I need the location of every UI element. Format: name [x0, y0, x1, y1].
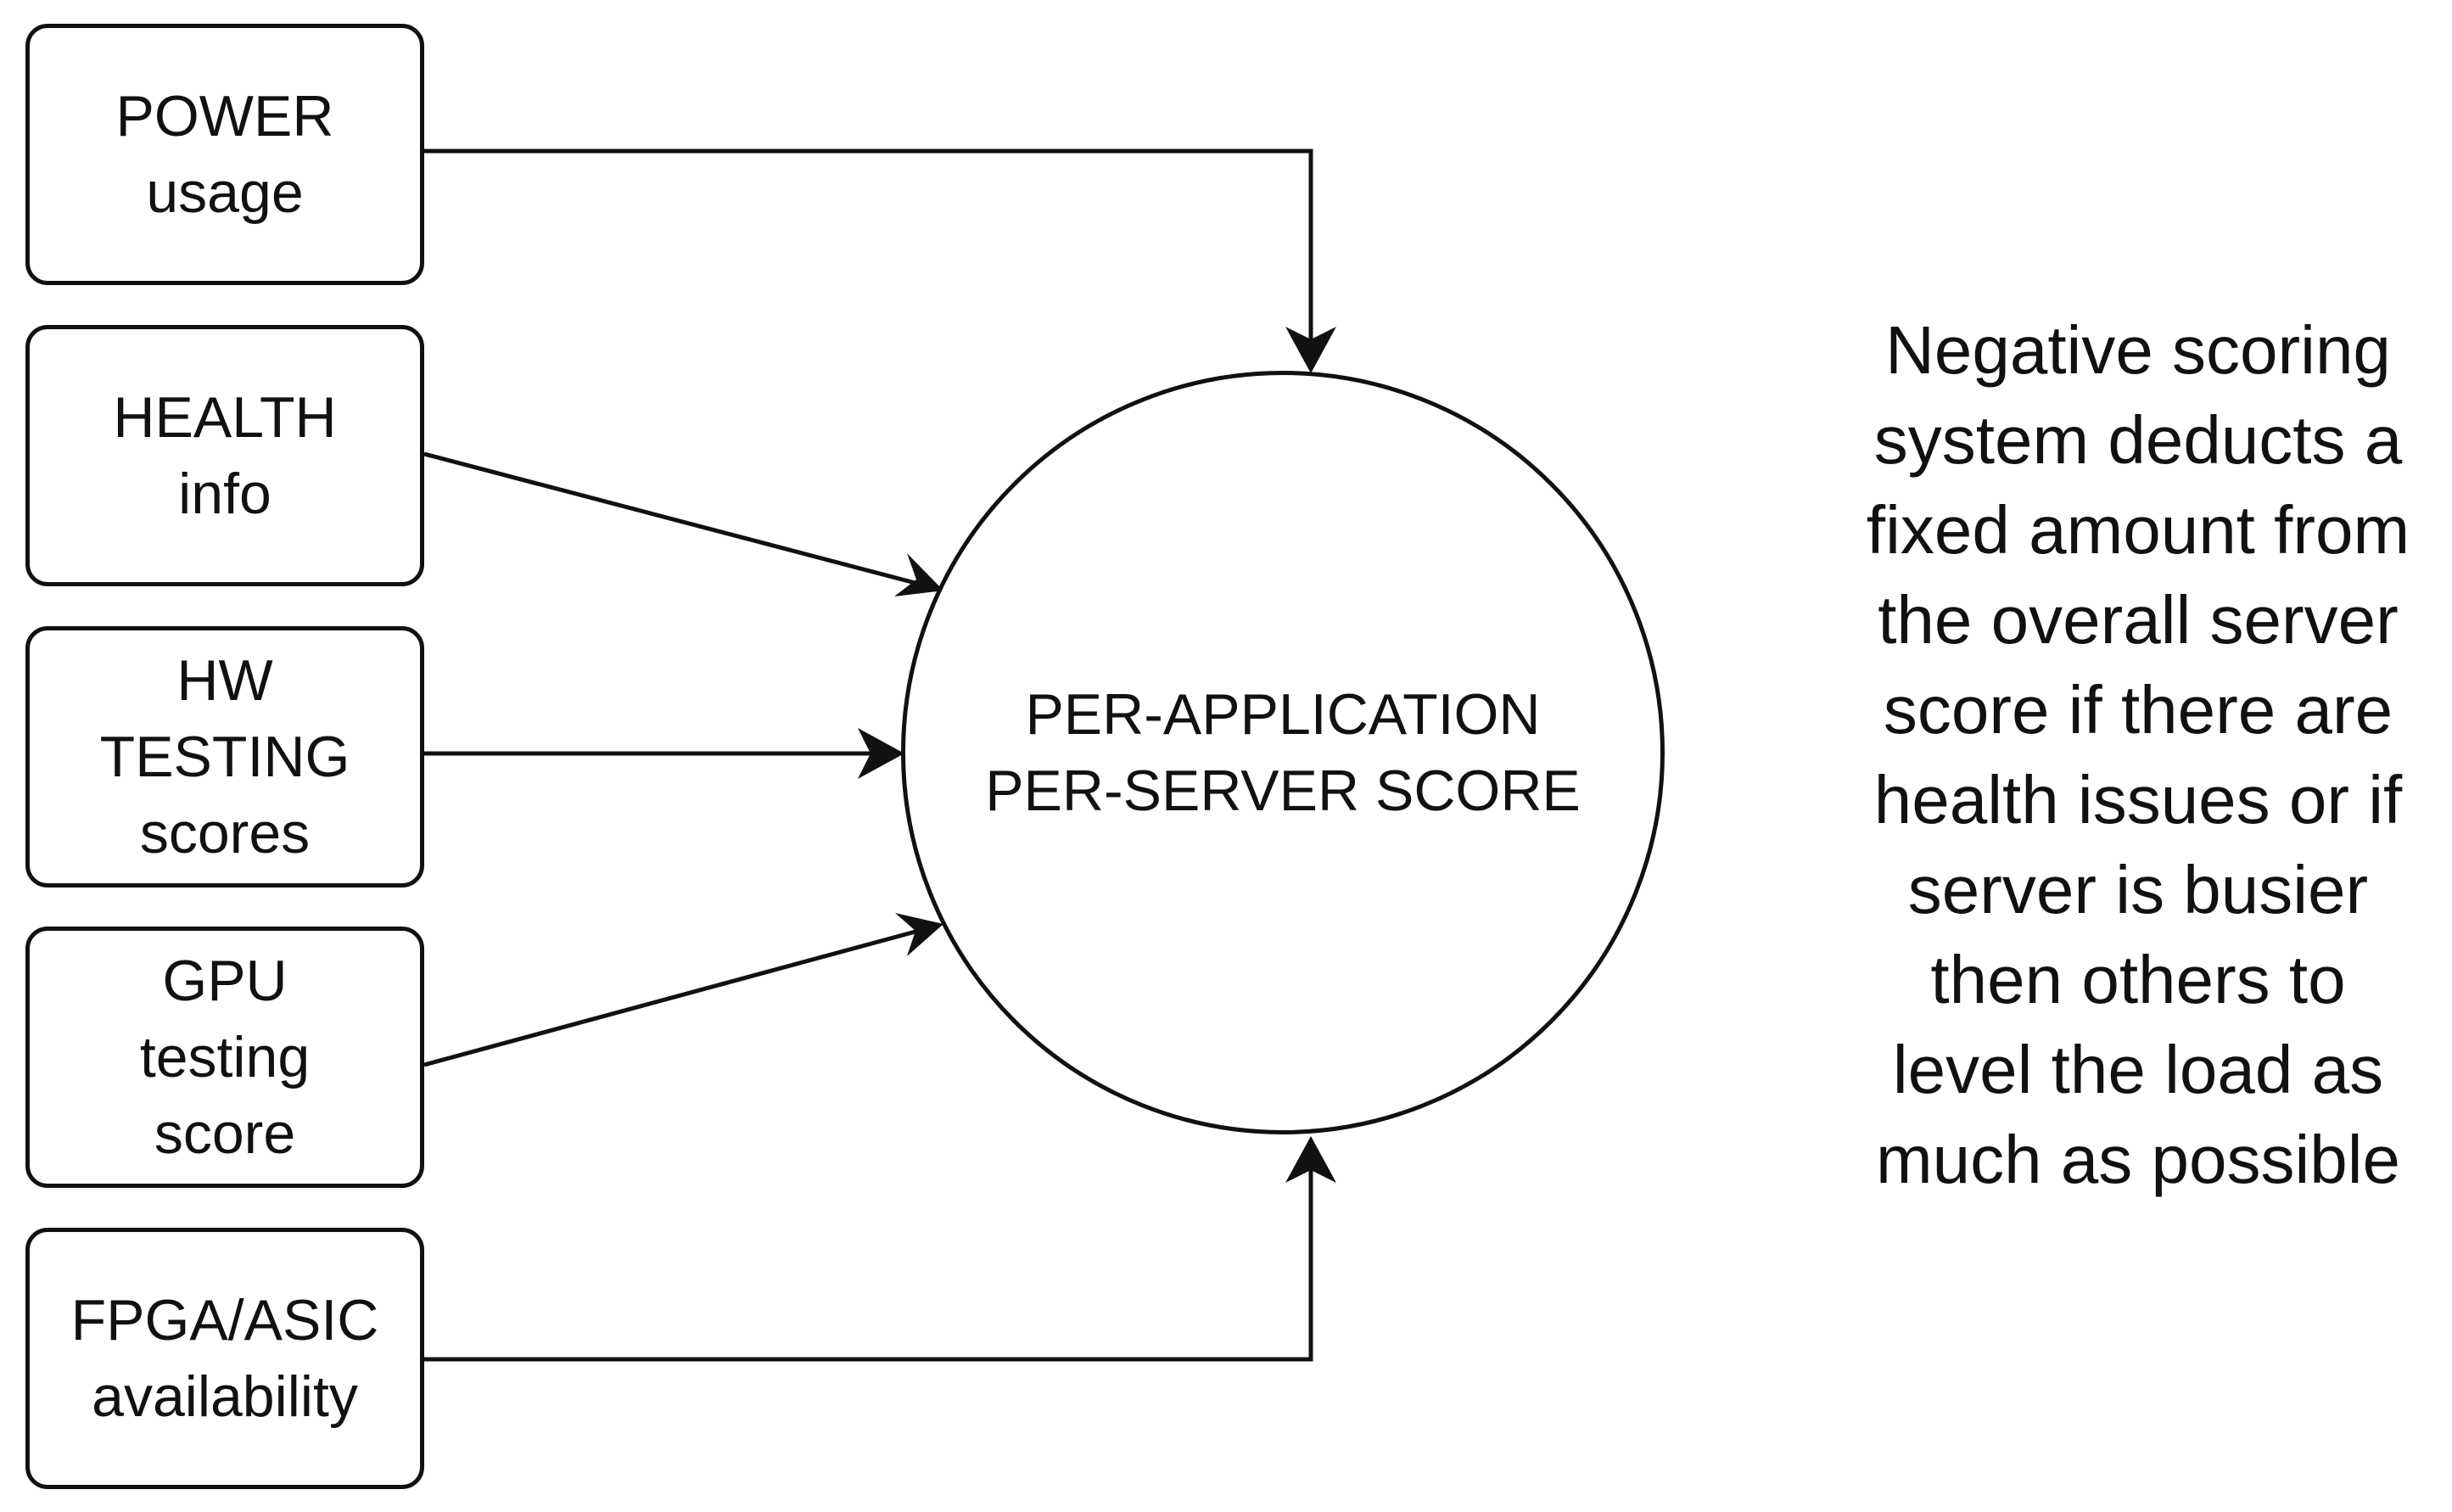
health-info-box: HEALTH info	[25, 325, 424, 586]
note-line: the overall server	[1878, 582, 2399, 658]
power-usage-box: POWER usage	[25, 24, 424, 285]
gpu-testing-line3: score	[154, 1101, 296, 1166]
note-line: Negative scoring	[1885, 312, 2391, 388]
note-line: system deducts a	[1873, 402, 2403, 478]
note-line: then others to	[1930, 942, 2346, 1017]
arrow-fpga-to-score	[424, 1154, 1313, 1362]
note-line: fixed amount from	[1866, 492, 2410, 568]
score-label-line2: PER-SERVER SCORE	[985, 759, 1581, 823]
arrow-gpu-to-score	[423, 927, 926, 1067]
fpga-asic-line2: availability	[92, 1364, 358, 1429]
note-line: much as possible	[1875, 1122, 2401, 1197]
gpu-testing-line2: testing	[139, 1025, 311, 1089]
arrow-health-to-score	[423, 451, 926, 588]
arrowhead-hw	[858, 728, 904, 779]
arrowhead-gpu	[895, 913, 943, 956]
power-usage-line1: POWER	[115, 84, 334, 148]
arrow-power-to-score	[424, 148, 1313, 355]
gpu-testing-line1: GPU	[162, 949, 288, 1013]
hw-testing-line3: scores	[139, 801, 311, 865]
arrowhead-power	[1285, 327, 1336, 373]
fpga-asic-line1: FPGA/ASIC	[70, 1288, 379, 1352]
hw-testing-line1: HW	[176, 648, 273, 713]
hw-testing-box: HW TESTING scores	[25, 626, 424, 888]
gpu-testing-box: GPU testing score	[25, 927, 424, 1188]
arrowhead-health	[894, 553, 943, 596]
negative-scoring-note: Negative scoring system deducts a fixed …	[1841, 305, 2435, 1205]
note-line: health issues or if	[1873, 762, 2403, 837]
power-usage-line2: usage	[146, 160, 304, 225]
health-info-line1: HEALTH	[113, 385, 337, 450]
arrowhead-fpga	[1285, 1136, 1336, 1183]
hw-testing-line2: TESTING	[99, 725, 350, 789]
note-line: level the load as	[1892, 1032, 2384, 1107]
note-line: server is busier	[1907, 852, 2369, 927]
fpga-asic-box: FPGA/ASIC availability	[25, 1228, 424, 1489]
note-line: score if there are	[1883, 672, 2393, 748]
per-server-score-circle: PER-APPLICATION PER-SERVER SCORE	[901, 371, 1665, 1134]
health-info-line2: info	[178, 462, 272, 526]
score-label-line1: PER-APPLICATION	[1025, 682, 1541, 747]
